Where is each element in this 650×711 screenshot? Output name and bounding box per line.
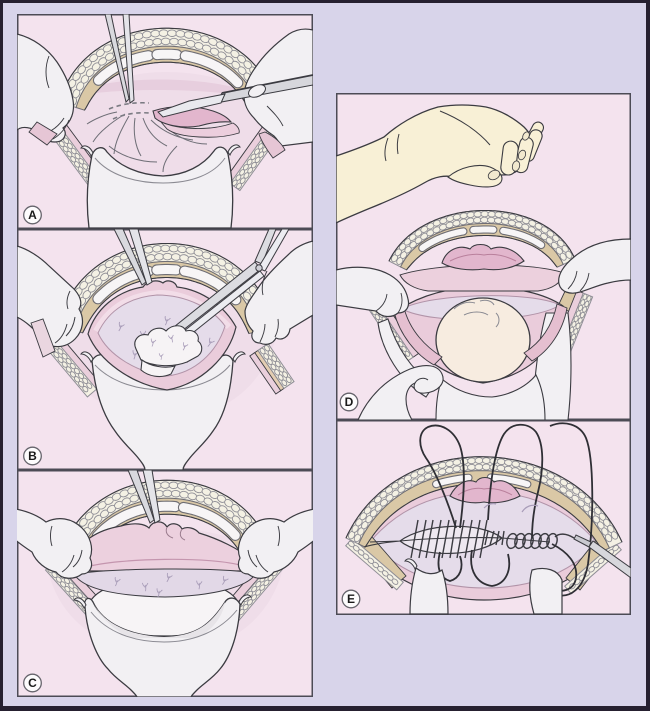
svg-text:A: A bbox=[28, 208, 37, 222]
svg-text:E: E bbox=[347, 592, 355, 606]
svg-text:C: C bbox=[28, 676, 37, 690]
svg-text:B: B bbox=[28, 449, 37, 463]
svg-text:D: D bbox=[345, 395, 354, 409]
